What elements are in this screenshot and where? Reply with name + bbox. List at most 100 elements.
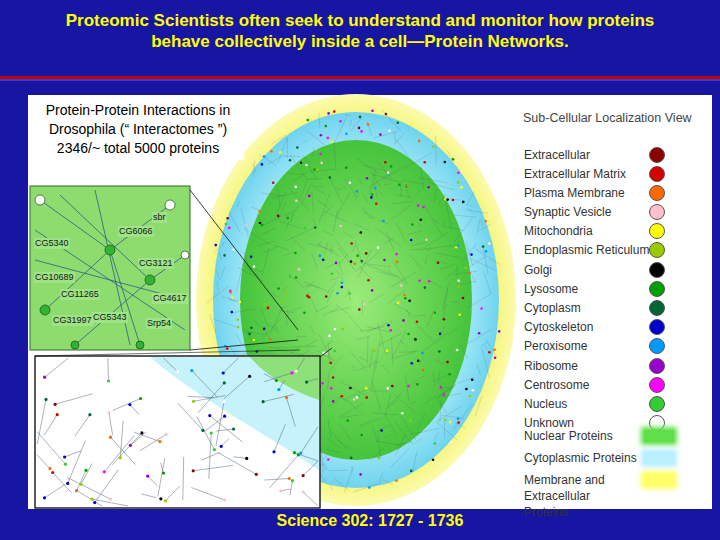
zoom-edge bbox=[158, 458, 165, 497]
zoom-edge bbox=[37, 455, 50, 469]
interaction-line bbox=[358, 177, 363, 184]
interaction-line bbox=[394, 194, 413, 198]
interaction-line bbox=[410, 249, 431, 251]
protein-dot bbox=[417, 360, 420, 363]
protein-dot bbox=[446, 198, 449, 201]
protein-dot bbox=[319, 255, 322, 258]
interaction-line bbox=[371, 391, 389, 392]
zoom-leader bbox=[35, 350, 300, 356]
interaction-line bbox=[320, 206, 332, 217]
protein-dot bbox=[358, 308, 361, 311]
interaction-line bbox=[264, 212, 290, 225]
interaction-line bbox=[306, 340, 318, 347]
protein-dot bbox=[119, 456, 122, 459]
interaction-line bbox=[315, 305, 329, 312]
protein-dot bbox=[288, 477, 291, 480]
title-rule-shade bbox=[0, 79, 720, 81]
interaction-line bbox=[328, 401, 338, 407]
protein-dot bbox=[424, 286, 427, 289]
interaction-line bbox=[301, 183, 311, 205]
interaction-line bbox=[477, 364, 481, 376]
interaction-line bbox=[383, 238, 394, 244]
protein-dot bbox=[304, 227, 307, 230]
interaction-line bbox=[259, 154, 276, 165]
protein-dot bbox=[407, 333, 410, 336]
interaction-line bbox=[467, 205, 473, 206]
gene-label: CG10689 bbox=[34, 272, 75, 283]
protein-dot bbox=[228, 227, 231, 230]
interaction-line bbox=[363, 194, 368, 203]
protein-dot bbox=[302, 474, 305, 477]
protein-dot bbox=[440, 386, 443, 389]
zoom-edge bbox=[274, 424, 286, 452]
protein-dot bbox=[262, 401, 265, 404]
interaction-line bbox=[217, 271, 220, 280]
protein-dot bbox=[371, 289, 374, 292]
legend-text: Unknown bbox=[524, 415, 574, 431]
protein-dot bbox=[84, 469, 87, 472]
protein-dot bbox=[330, 362, 333, 365]
protein-dot bbox=[320, 134, 323, 137]
protein-dot bbox=[232, 427, 235, 430]
legend-text: Centrosome bbox=[524, 377, 589, 393]
protein-dot bbox=[140, 431, 143, 434]
protein-dot bbox=[296, 146, 299, 149]
protein-dot bbox=[468, 272, 471, 275]
protein-dot bbox=[285, 291, 288, 294]
interaction-line bbox=[279, 221, 301, 229]
protein-dot bbox=[44, 398, 47, 401]
interaction-line bbox=[210, 314, 216, 333]
interaction-line bbox=[456, 423, 466, 428]
protein-dot bbox=[403, 294, 406, 297]
gene-label: CG3121 bbox=[138, 258, 174, 269]
protein-dot bbox=[370, 196, 373, 199]
interaction-line bbox=[331, 245, 333, 254]
interaction-line bbox=[419, 357, 424, 364]
zoom-edge bbox=[104, 435, 134, 472]
interaction-line bbox=[485, 339, 496, 356]
interaction-line bbox=[319, 113, 320, 128]
protein-dot bbox=[40, 305, 50, 315]
protein-dot bbox=[146, 475, 149, 478]
protein-dot bbox=[54, 403, 57, 406]
interaction-line bbox=[400, 185, 402, 197]
interaction-line bbox=[334, 478, 349, 491]
interaction-line bbox=[310, 326, 315, 334]
interaction-line bbox=[390, 448, 409, 468]
protein-dot bbox=[90, 498, 93, 501]
protein-dot bbox=[465, 267, 468, 270]
interaction-line bbox=[258, 241, 277, 246]
interaction-line bbox=[327, 356, 341, 374]
protein-dot bbox=[250, 326, 253, 329]
zoom-edge bbox=[130, 432, 146, 445]
interaction-line bbox=[329, 470, 348, 472]
interaction-line bbox=[284, 156, 302, 158]
interaction-line bbox=[439, 387, 454, 388]
interaction-line bbox=[374, 182, 377, 197]
interaction-line bbox=[390, 205, 411, 221]
zoom-edge bbox=[120, 421, 123, 458]
interaction-line bbox=[382, 110, 401, 131]
protein-dot bbox=[105, 245, 115, 255]
zoom-edge bbox=[193, 465, 233, 470]
interaction-line bbox=[330, 484, 332, 491]
protein-dot bbox=[341, 282, 344, 285]
inset-edge bbox=[110, 205, 170, 250]
zoom-edge bbox=[186, 396, 214, 397]
protein-dot bbox=[377, 457, 380, 460]
legend-dot bbox=[649, 223, 665, 239]
zoom-edge bbox=[81, 464, 92, 485]
protein-dot bbox=[371, 109, 374, 112]
interaction-line bbox=[287, 137, 288, 158]
interaction-line bbox=[478, 224, 491, 231]
interaction-line bbox=[333, 210, 337, 232]
protein-dot bbox=[457, 279, 460, 282]
interaction-line bbox=[372, 381, 382, 410]
interaction-line bbox=[373, 131, 397, 138]
interaction-line bbox=[285, 204, 299, 230]
gene-label: CG11265 bbox=[60, 289, 100, 300]
interaction-line bbox=[384, 184, 390, 186]
protein-dot bbox=[416, 383, 419, 386]
interaction-line bbox=[413, 315, 426, 316]
protein-dot bbox=[365, 387, 368, 390]
